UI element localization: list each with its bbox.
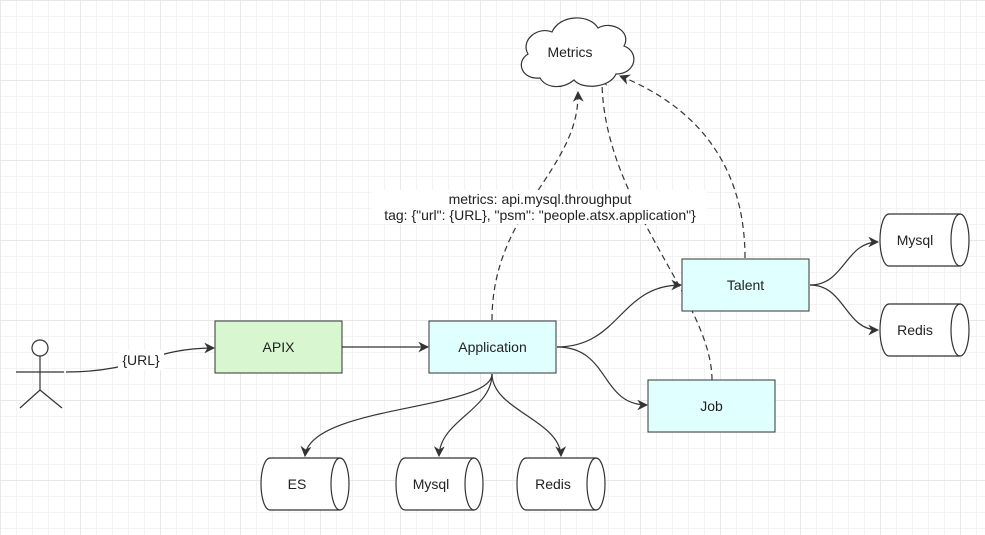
edge-application-mysql (433, 373, 493, 458)
es-storage: ES (260, 457, 350, 511)
apix-label: APIX (263, 339, 296, 355)
metrics-annotation-bg (372, 190, 707, 224)
job-node: Job (647, 379, 776, 433)
apix-node: APIX (214, 320, 343, 374)
job-label: Job (700, 398, 723, 414)
edge-job-metrics (596, 74, 713, 381)
edge-application-job (556, 346, 649, 411)
edge-talent-redis (809, 284, 880, 336)
redis-talent-label: Redis (897, 322, 933, 338)
user-actor-icon (16, 339, 64, 409)
mysql-talent-label: Mysql (897, 232, 934, 248)
metrics-label: Metrics (547, 44, 592, 60)
redis-app-label: Redis (535, 476, 571, 492)
edge-label-bg (118, 350, 164, 370)
redis-app-storage: Redis (516, 457, 606, 511)
talent-node: Talent (681, 258, 810, 312)
metrics-cloud: Metrics (520, 17, 635, 88)
edge-label-url: {URL} (122, 352, 160, 368)
es-label: ES (288, 476, 307, 492)
metrics-annotation-line1: metrics: api.mysql.throughput (449, 191, 632, 207)
mysql-app-label: Mysql (413, 476, 450, 492)
edge-application-es (300, 373, 493, 458)
edge-talent-mysql (809, 236, 880, 286)
edge-talent-metrics (618, 74, 746, 259)
redis-talent-storage: Redis (879, 303, 970, 357)
mysql-talent-storage: Mysql (879, 213, 970, 267)
application-node: Application (428, 320, 557, 374)
talent-label: Talent (727, 277, 764, 293)
metrics-annotation-line2: tag: {"url": {URL}, "psm": "people.atsx.… (384, 207, 696, 223)
edge-application-redis (491, 373, 567, 458)
application-label: Application (458, 339, 527, 355)
mysql-app-storage: Mysql (395, 457, 484, 511)
edge-application-talent (556, 279, 683, 348)
